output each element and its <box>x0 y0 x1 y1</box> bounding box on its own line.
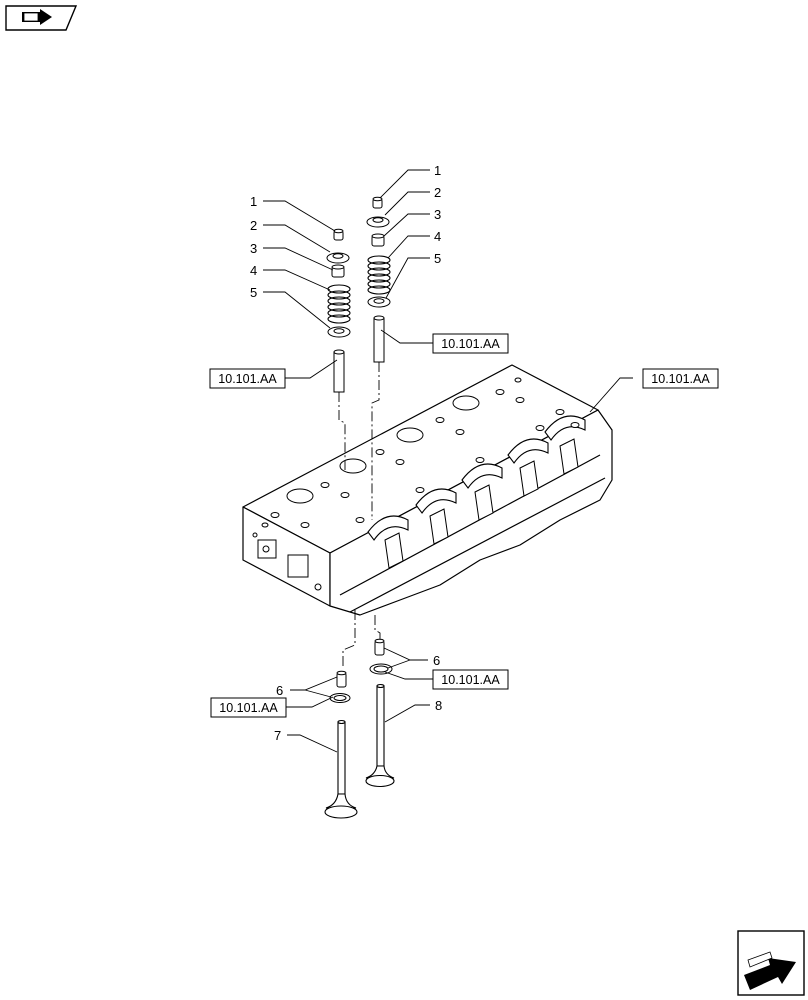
book-arrow-icon[interactable] <box>5 5 78 31</box>
callout-left-2: 2 <box>250 218 257 233</box>
reference-label: 10.101.AA <box>219 701 278 715</box>
reference-label: 10.101.AA <box>218 372 277 386</box>
reference-box-head[interactable]: 10.101.AA <box>642 368 719 389</box>
reference-label: 10.101.AA <box>651 372 710 386</box>
cylinder-head-rocker-arches <box>367 415 586 541</box>
left-valve-seat-insert <box>336 670 347 688</box>
callout-right-1: 1 <box>434 163 441 178</box>
right-valve-keeper <box>372 196 383 209</box>
reference-box-upper-left[interactable]: 10.101.AA <box>209 368 286 389</box>
cylinder-head-holes <box>261 377 580 528</box>
intake-valve <box>324 719 358 819</box>
right-valve-retainer <box>366 216 390 228</box>
cylinder-head-front-details <box>252 532 322 591</box>
right-valve-seat-insert <box>374 638 385 656</box>
left-valve-keeper <box>333 228 344 241</box>
right-valve-guide <box>373 315 385 363</box>
assembly-centerlines <box>338 362 381 668</box>
callout-8: 8 <box>435 698 442 713</box>
callout-right-5: 5 <box>434 251 441 266</box>
callout-left-4: 4 <box>250 263 257 278</box>
callout-left-5: 5 <box>250 285 257 300</box>
exhaust-valve <box>365 683 395 788</box>
reference-label: 10.101.AA <box>441 337 500 351</box>
left-valve-retainer <box>326 252 350 264</box>
callout-right-2: 2 <box>434 185 441 200</box>
left-spring-seat <box>327 326 351 338</box>
next-page-arrow-icon[interactable] <box>737 930 805 996</box>
cylinder-head <box>242 364 613 616</box>
callout-numbers: 1 2 3 4 5 1 2 3 4 5 6 6 7 8 <box>250 163 442 743</box>
right-spring-seat <box>367 296 391 308</box>
reference-box-lower-right[interactable]: 10.101.AA <box>432 669 509 690</box>
callout-right-3: 3 <box>434 207 441 222</box>
callout-left-3: 3 <box>250 241 257 256</box>
callout-left-1: 1 <box>250 194 257 209</box>
reference-box-upper-right[interactable]: 10.101.AA <box>432 333 509 354</box>
left-valve-seal <box>331 264 345 278</box>
callout-right-4: 4 <box>434 229 441 244</box>
cylinder-head-rocker-bosses <box>384 438 579 569</box>
left-valve-spring <box>327 284 351 324</box>
reference-box-lower-left[interactable]: 10.101.AA <box>210 697 287 718</box>
reference-label: 10.101.AA <box>441 673 500 687</box>
left-seat-ring <box>329 693 351 703</box>
leader-lines <box>263 169 633 753</box>
callout-left-6: 6 <box>276 683 283 698</box>
right-seat-ring <box>369 663 393 675</box>
callout-right-6: 6 <box>433 653 440 668</box>
right-valve-seal <box>371 233 385 247</box>
callout-7: 7 <box>274 728 281 743</box>
right-valve-spring <box>367 255 391 295</box>
left-valve-guide <box>333 349 345 393</box>
